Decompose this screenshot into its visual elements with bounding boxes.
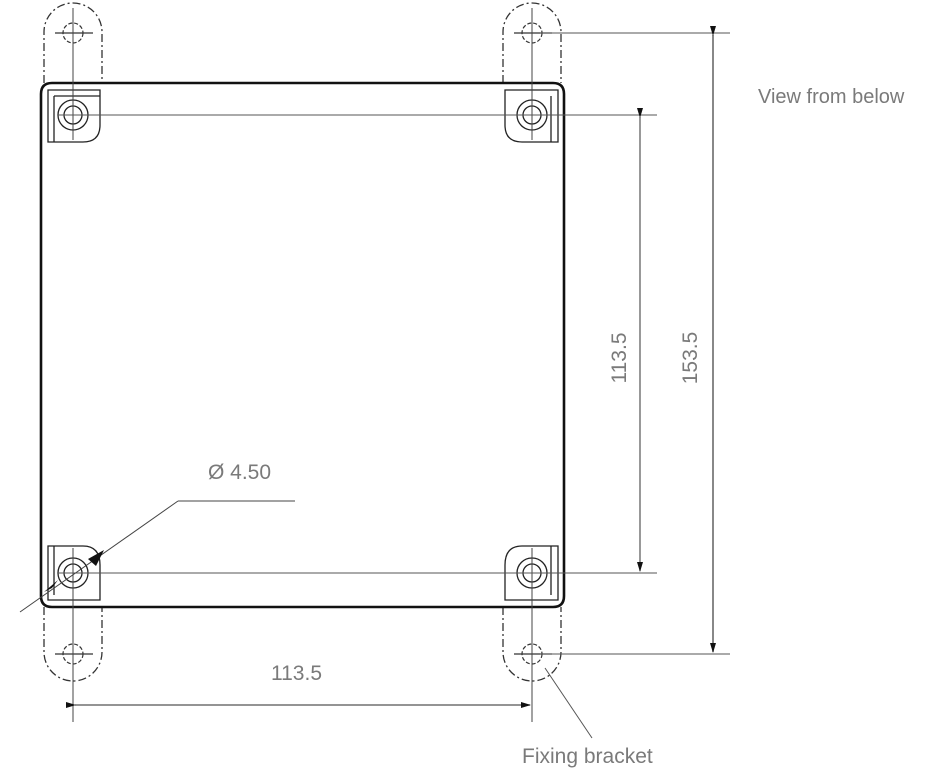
center-lines: [72, 8, 533, 722]
bracket-holes: [55, 22, 552, 665]
extension-lines: [58, 32, 730, 655]
fixing-bracket-bottom-left: [43, 607, 103, 682]
fixing-bracket-leader: [544, 667, 593, 739]
vertical-bracket-dimension-label: 153.5: [679, 331, 702, 385]
enclosure-body: [39, 81, 566, 609]
diameter-label: Ø 4.50: [208, 461, 272, 484]
fixing-bracket-label: Fixing bracket: [522, 745, 653, 768]
fixing-bracket-top-left: [43, 2, 103, 83]
fixing-bracket-bottom-right: [502, 607, 562, 682]
corner-pads: [47, 89, 559, 601]
horizontal-dimension-label: 113.5: [271, 662, 322, 685]
view-label: View from below: [758, 86, 905, 108]
diameter-arrows: [44, 550, 104, 592]
fixing-bracket-top-right: [502, 2, 562, 83]
mounting-holes: [57, 99, 548, 589]
vertical-hole-dimension-label: 113.5: [608, 332, 631, 384]
diameter-leader: [19, 500, 295, 613]
